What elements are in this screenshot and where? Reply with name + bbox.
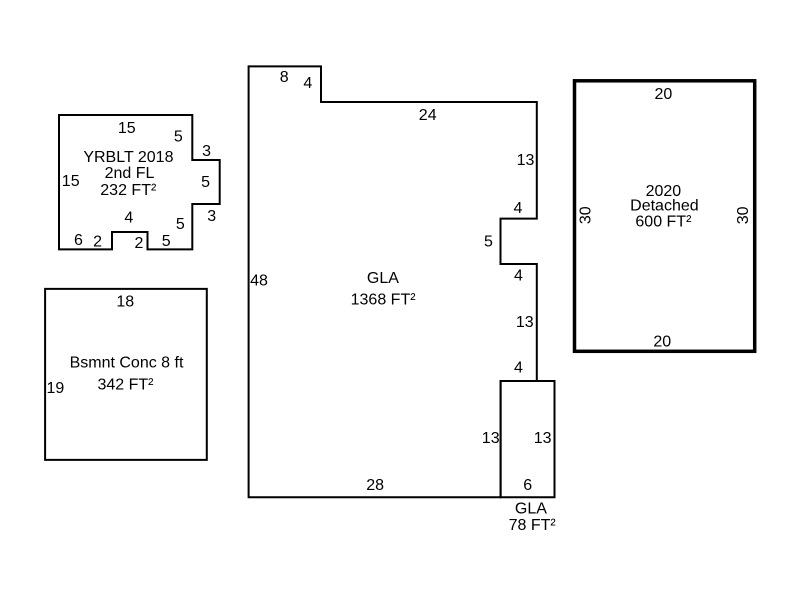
svg-text:28: 28 bbox=[366, 477, 384, 494]
svg-text:13: 13 bbox=[482, 430, 500, 447]
svg-text:24: 24 bbox=[419, 107, 437, 124]
svg-text:3: 3 bbox=[202, 143, 211, 160]
svg-text:2: 2 bbox=[135, 235, 144, 252]
svg-text:GLA: GLA bbox=[515, 501, 547, 518]
svg-text:13: 13 bbox=[516, 314, 534, 331]
svg-text:5: 5 bbox=[484, 234, 493, 251]
svg-text:6: 6 bbox=[523, 477, 532, 494]
svg-text:Detached: Detached bbox=[630, 197, 699, 214]
svg-text:1368 FT²: 1368 FT² bbox=[351, 291, 417, 308]
svg-text:4: 4 bbox=[514, 268, 523, 285]
svg-text:78 FT²: 78 FT² bbox=[509, 517, 557, 534]
svg-text:2: 2 bbox=[93, 234, 102, 251]
svg-text:3: 3 bbox=[207, 208, 216, 225]
svg-text:232 FT²: 232 FT² bbox=[100, 182, 157, 199]
svg-text:30: 30 bbox=[578, 206, 595, 224]
svg-text:5: 5 bbox=[201, 174, 210, 191]
svg-text:4: 4 bbox=[303, 75, 312, 92]
svg-text:6: 6 bbox=[74, 232, 83, 249]
svg-text:8: 8 bbox=[280, 69, 289, 86]
svg-text:4: 4 bbox=[514, 200, 523, 217]
svg-text:Bsmnt Conc 8 ft: Bsmnt Conc 8 ft bbox=[70, 354, 184, 371]
svg-text:18: 18 bbox=[116, 294, 134, 311]
svg-text:4: 4 bbox=[124, 209, 133, 226]
svg-text:YRBLT 2018: YRBLT 2018 bbox=[83, 149, 173, 166]
svg-text:5: 5 bbox=[162, 233, 171, 250]
svg-text:19: 19 bbox=[47, 380, 65, 397]
svg-text:15: 15 bbox=[62, 173, 80, 190]
svg-text:600 FT²: 600 FT² bbox=[635, 214, 692, 231]
svg-text:5: 5 bbox=[174, 128, 183, 145]
svg-text:20: 20 bbox=[655, 86, 673, 103]
svg-text:2020: 2020 bbox=[646, 183, 682, 200]
svg-text:342 FT²: 342 FT² bbox=[97, 377, 154, 394]
svg-text:20: 20 bbox=[653, 334, 671, 351]
svg-text:13: 13 bbox=[517, 152, 535, 169]
svg-text:4: 4 bbox=[514, 359, 523, 376]
svg-text:15: 15 bbox=[118, 120, 136, 137]
svg-text:30: 30 bbox=[735, 206, 752, 224]
svg-text:5: 5 bbox=[176, 216, 185, 233]
svg-text:48: 48 bbox=[250, 272, 268, 289]
svg-text:GLA: GLA bbox=[367, 270, 399, 287]
svg-text:2nd FL: 2nd FL bbox=[105, 165, 155, 182]
svg-text:13: 13 bbox=[534, 430, 552, 447]
